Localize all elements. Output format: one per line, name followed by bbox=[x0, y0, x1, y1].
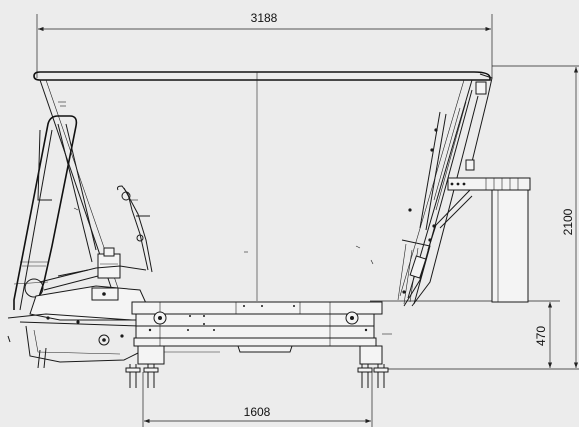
dimension-base-height: 470 bbox=[370, 300, 560, 368]
drawbar-assembly bbox=[7, 185, 153, 369]
leg-right bbox=[357, 333, 392, 388]
door-assembly bbox=[397, 73, 531, 307]
dimension-leg-spacing: 1608 bbox=[142, 372, 373, 427]
dimension-leg-spacing-label: 1608 bbox=[244, 405, 271, 419]
dimension-length: 3188 bbox=[36, 11, 493, 78]
dimension-base-height-label: 470 bbox=[534, 326, 548, 346]
dimension-height-label: 2100 bbox=[561, 208, 575, 235]
left-ladder bbox=[13, 115, 97, 311]
dimension-length-label: 3188 bbox=[251, 11, 278, 25]
leg-left bbox=[125, 345, 165, 388]
chassis-frame bbox=[131, 301, 383, 353]
dimension-height: 2100 bbox=[380, 65, 579, 370]
